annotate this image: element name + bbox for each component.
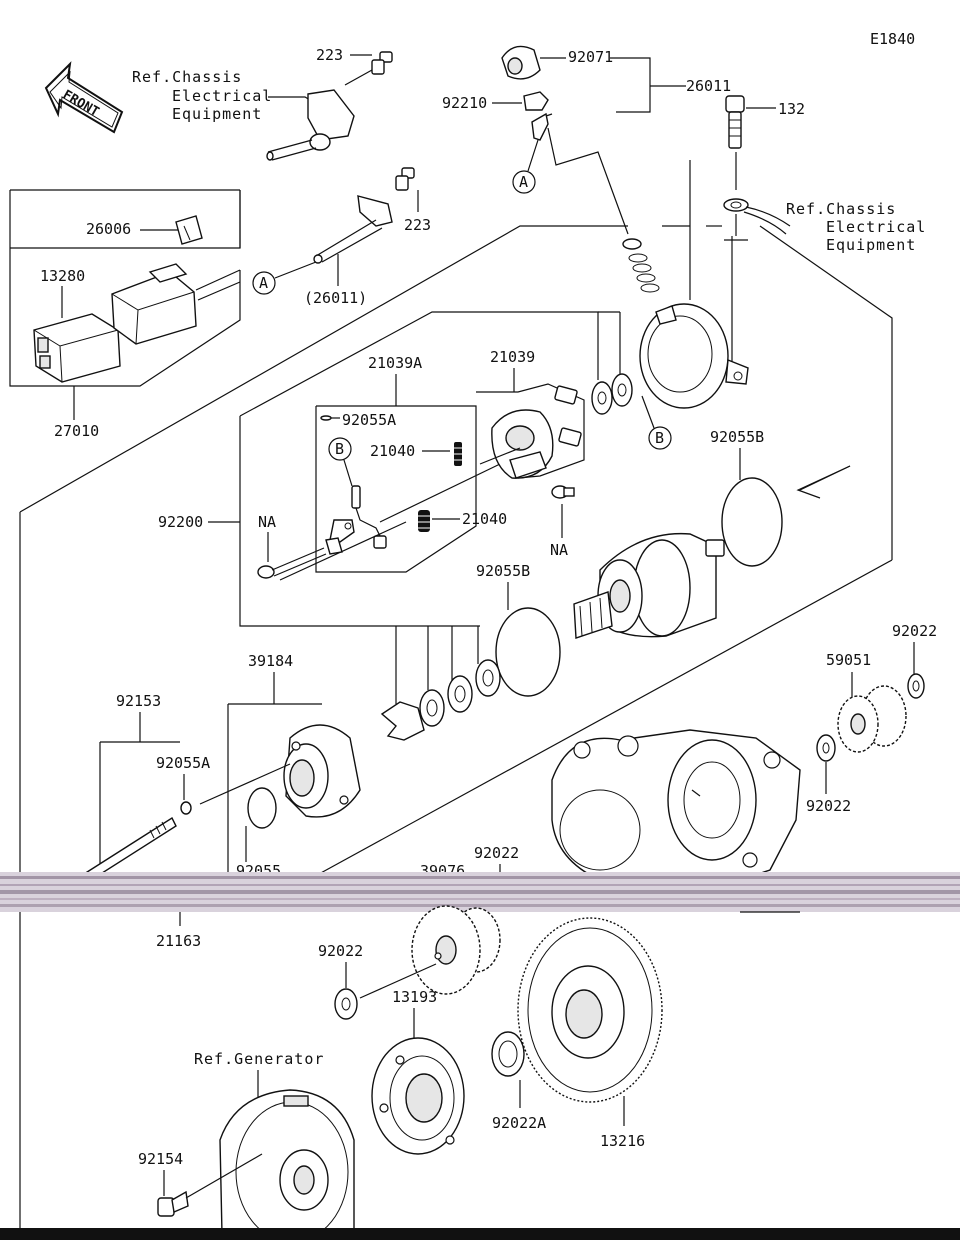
cable-26011-lower xyxy=(313,195,393,264)
scan-noise-band xyxy=(0,872,960,912)
o-ring-92055 xyxy=(247,787,277,829)
ref-chassis-1-line3: Equipment xyxy=(172,105,262,123)
front-arrow-icon: FRONT xyxy=(44,61,124,134)
generator-rotor xyxy=(219,1089,355,1240)
nut-92210 xyxy=(523,91,549,111)
label-92153: 92153 xyxy=(116,692,161,710)
cable-terminal-upper xyxy=(266,89,355,161)
label-na-right: NA xyxy=(550,541,568,559)
wire-lead-26011 xyxy=(531,112,629,235)
brush-spring-21040-a xyxy=(454,442,462,466)
label-92210: 92210 xyxy=(442,94,487,112)
relay-13280 xyxy=(33,313,121,383)
group-bracket-relay xyxy=(10,190,241,249)
starter-idler-cover-39184 xyxy=(283,724,361,818)
marker-b-right xyxy=(648,426,672,450)
marker-b-left-text: B xyxy=(335,440,344,458)
marker-a-left xyxy=(252,271,276,295)
label-92055A-top: 92055A xyxy=(342,411,396,429)
label-92022A: 92022A xyxy=(492,1114,546,1132)
label-92071: 92071 xyxy=(568,48,613,66)
washer-92022A xyxy=(491,1031,525,1077)
label-92200: 92200 xyxy=(158,513,203,531)
label-132: 132 xyxy=(778,100,805,118)
washer-92022-low xyxy=(334,988,358,1020)
washers-92200-bottom xyxy=(380,659,501,741)
label-26011-paren: (26011) xyxy=(304,289,367,307)
starter-motor-yoke xyxy=(573,532,725,639)
bolt-92154 xyxy=(157,1153,263,1217)
terminal-cap-92071 xyxy=(501,45,541,80)
starter-end-cover xyxy=(639,160,749,409)
o-ring-small-92055A xyxy=(320,415,332,421)
label-13193: 13193 xyxy=(392,988,437,1006)
brush-terminal-lead xyxy=(325,485,387,555)
ref-chassis-2-line1: Ref.Chassis xyxy=(786,200,896,218)
screw-na-left xyxy=(257,547,327,579)
ground-cable-terminal xyxy=(723,198,791,235)
starter-idler-gear-39076 xyxy=(411,905,501,995)
one-way-clutch-13193 xyxy=(371,1037,465,1155)
label-223-right: 223 xyxy=(404,216,431,234)
brush-spring-21040-b xyxy=(418,510,430,532)
label-21040-b: 21040 xyxy=(462,510,507,528)
label-26011: 26011 xyxy=(686,77,731,95)
assembly-outline-upper-left xyxy=(19,225,628,513)
assembly-outline-lower xyxy=(307,559,893,881)
label-92154: 92154 xyxy=(138,1150,183,1168)
ref-chassis-1-line2: Electrical xyxy=(172,87,272,105)
crankcase-cover xyxy=(551,729,801,881)
label-39184: 39184 xyxy=(248,652,293,670)
fuse-26006 xyxy=(175,215,203,245)
label-59051: 59051 xyxy=(826,651,871,669)
bolt-223-top xyxy=(371,51,393,75)
ref-chassis-2-line3: Equipment xyxy=(826,236,916,254)
ref-generator: Ref.Generator xyxy=(194,1050,324,1068)
group-bracket-21039A xyxy=(315,405,477,573)
label-92055B-right: 92055B xyxy=(710,428,764,446)
ref-chassis-1-line1: Ref.Chassis xyxy=(132,68,242,86)
o-ring-92055A-low xyxy=(180,801,192,815)
washer-92022-mid xyxy=(816,734,836,762)
group-bracket-21039 xyxy=(476,383,585,479)
o-ring-92055B-mid xyxy=(495,607,561,697)
marker-a-top-text: A xyxy=(519,173,528,191)
label-92022-right: 92022 xyxy=(892,622,937,640)
ref-chassis-2-line2: Electrical xyxy=(826,218,926,236)
label-27010: 27010 xyxy=(54,422,99,440)
label-26006: 26006 xyxy=(86,220,131,238)
label-92055B-mid: 92055B xyxy=(476,562,530,580)
washers-92200-top xyxy=(591,373,633,415)
label-92022-top: 92022 xyxy=(474,844,519,862)
starter-relay xyxy=(111,263,241,345)
label-92022-low: 92022 xyxy=(318,942,363,960)
label-92022-mid: 92022 xyxy=(806,797,851,815)
label-13280: 13280 xyxy=(40,267,85,285)
bolt-132 xyxy=(725,95,745,149)
spring-stack xyxy=(622,238,660,293)
bolt-223-right xyxy=(395,167,415,191)
marker-a-left-text: A xyxy=(259,274,268,292)
washer-92022-right xyxy=(907,673,925,699)
label-92055A-low: 92055A xyxy=(156,754,210,772)
label-21039A: 21039A xyxy=(368,354,422,372)
group-bracket-92200 xyxy=(239,311,599,417)
o-ring-92055B-right xyxy=(721,477,783,567)
marker-a-top xyxy=(512,170,536,194)
starter-clutch-gear-13216 xyxy=(517,917,663,1103)
marker-b-left xyxy=(328,437,352,461)
bottom-border-bar xyxy=(0,1228,960,1240)
diagram-code: E1840 xyxy=(870,30,915,48)
brush-plate-21039 xyxy=(479,385,582,479)
label-21040-a: 21040 xyxy=(370,442,415,460)
marker-b-right-text: B xyxy=(655,429,664,447)
label-13216: 13216 xyxy=(600,1132,645,1150)
screw-na-right xyxy=(551,485,575,499)
idler-gear-59051 xyxy=(837,685,907,753)
label-21163: 21163 xyxy=(156,932,201,950)
label-na-left: NA xyxy=(258,513,276,531)
label-223-top: 223 xyxy=(316,46,343,64)
label-21039: 21039 xyxy=(490,348,535,366)
